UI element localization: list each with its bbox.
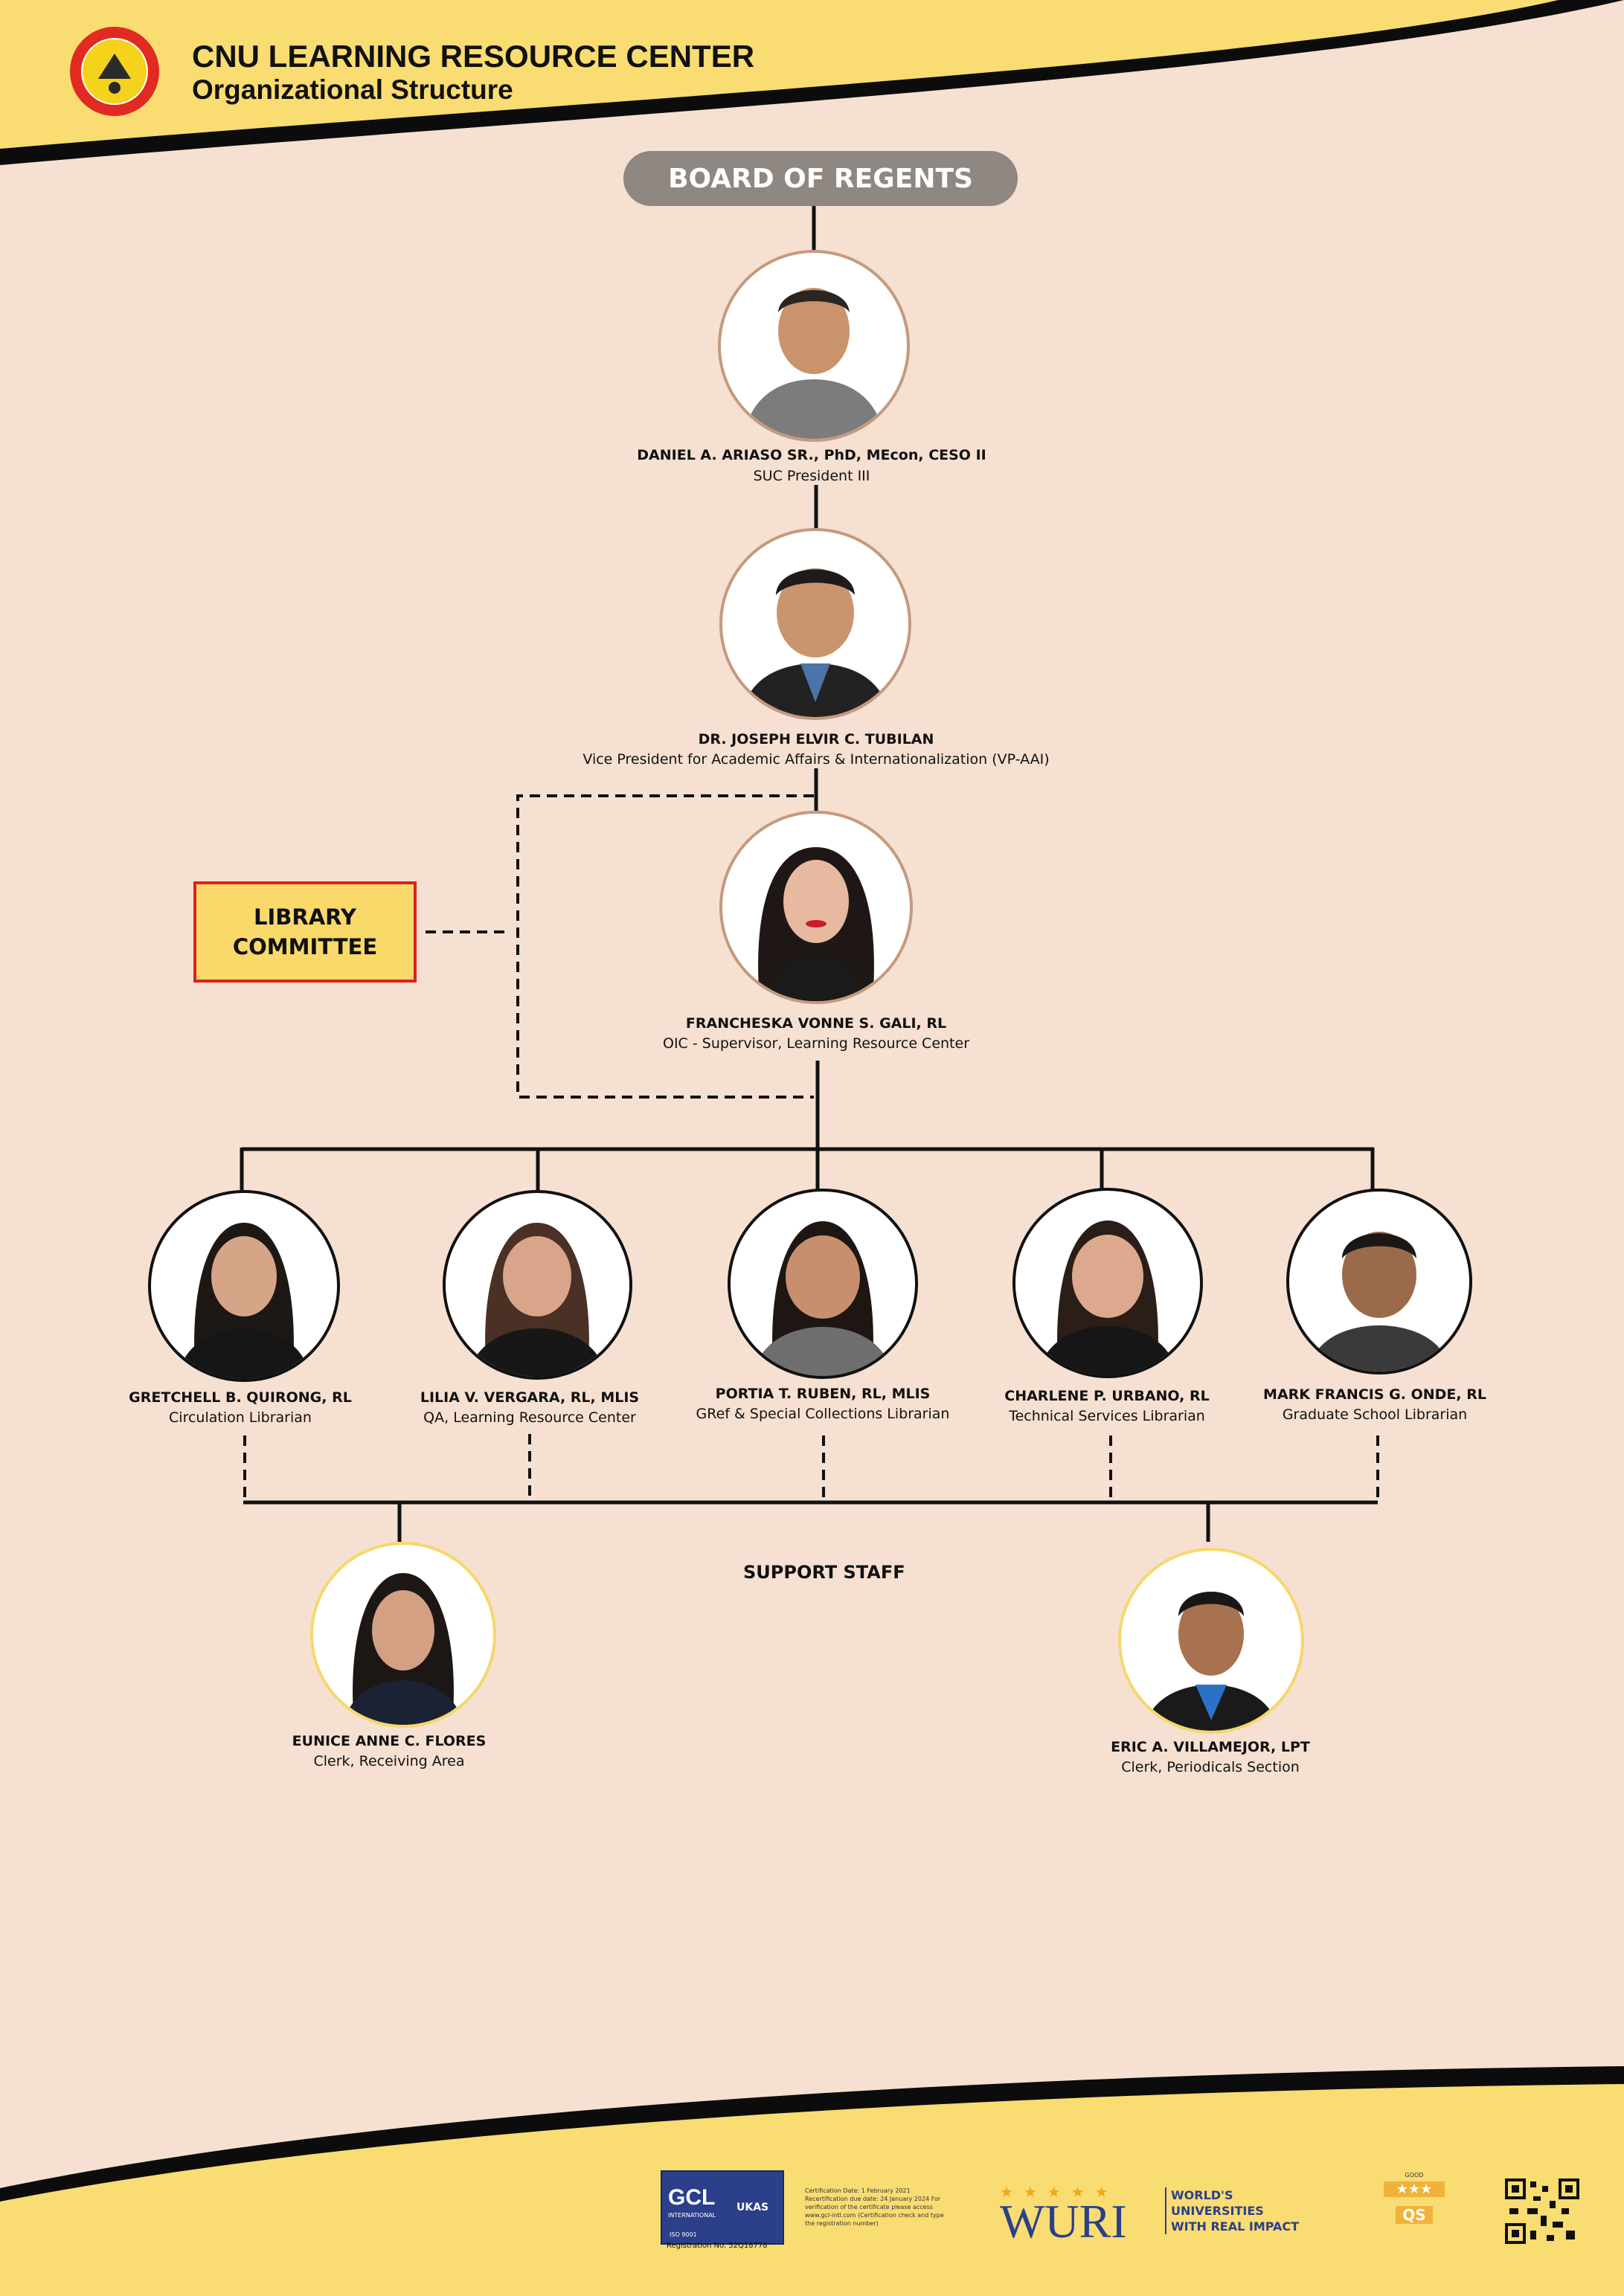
staff-name: ERIC A. VILLAMEJOR, LPT xyxy=(1111,1739,1310,1755)
library-committee-box: LIBRARY COMMITTEE xyxy=(193,881,417,983)
wuri-desc-2: UNIVERSITIES xyxy=(1171,2204,1264,2218)
gcl-certification-badge: GCL INTERNATIONAL ISO 9001 UKAS xyxy=(661,2170,784,2245)
librarian-role: Technical Services Librarian xyxy=(1009,1408,1205,1424)
supervisor-name: FRANCHESKA VONNE S. GALI, RL xyxy=(685,1015,947,1032)
librarian-name: CHARLENE P. URBANO, RL xyxy=(1004,1388,1210,1404)
librarian-name: MARK FRANCIS G. ONDE, RL xyxy=(1263,1386,1486,1403)
staff-photo xyxy=(1118,1548,1304,1734)
wuri-desc-1: WORLD'S xyxy=(1171,2188,1233,2202)
librarian-role: Circulation Librarian xyxy=(169,1409,312,1426)
librarian-photo xyxy=(148,1190,340,1382)
qs-good-text: GOOD xyxy=(1405,2172,1424,2178)
gcl-subtext: INTERNATIONAL xyxy=(668,2212,716,2219)
librarian-photo xyxy=(443,1190,632,1380)
registration-number: Registration No. 52Q18778 xyxy=(667,2242,768,2250)
committee-line1: LIBRARY xyxy=(254,904,356,930)
librarian-name: LILIA V. VERGARA, RL, MLIS xyxy=(420,1389,640,1406)
wuri-description: WORLD'S UNIVERSITIES WITH REAL IMPACT xyxy=(1165,2187,1299,2234)
supervisor-photo xyxy=(719,811,913,1004)
qs-rating-badge: GOOD ★★★ QS xyxy=(1381,2172,1448,2246)
staff-photo xyxy=(310,1542,496,1728)
librarian-photo xyxy=(1286,1189,1472,1374)
wuri-logo: WURI xyxy=(1000,2195,1127,2248)
committee-line2: COMMITTEE xyxy=(232,934,378,959)
ukas-text: UKAS xyxy=(736,2202,769,2213)
president-role: SUC President III xyxy=(753,468,870,484)
staff-role: Clerk, Periodicals Section xyxy=(1121,1759,1300,1775)
librarian-role: Graduate School Librarian xyxy=(1282,1406,1468,1423)
librarian-photo xyxy=(1012,1188,1203,1378)
vp-role: Vice President for Academic Affairs & In… xyxy=(582,751,1050,768)
vp-name: DR. JOSEPH ELVIR C. TUBILAN xyxy=(698,731,934,747)
support-staff-label: SUPPORT STAFF xyxy=(743,1562,905,1583)
university-seal-logo xyxy=(68,25,161,118)
supervisor-role: OIC - Supervisor, Learning Resource Cent… xyxy=(662,1035,970,1052)
iso-text: ISO 9001 xyxy=(670,2231,697,2238)
qs-stars: ★★★ xyxy=(1384,2181,1445,2197)
vp-photo xyxy=(719,528,911,720)
wuri-stars: ★★★★★ xyxy=(1000,2183,1119,2201)
wuri-desc-3: WITH REAL IMPACT xyxy=(1171,2219,1300,2234)
qr-code xyxy=(1505,2178,1579,2244)
president-photo xyxy=(718,250,910,442)
librarian-name: GRETCHELL B. QUIRONG, RL xyxy=(129,1389,352,1406)
page-subtitle: Organizational Structure xyxy=(192,74,513,105)
page-title: CNU LEARNING RESOURCE CENTER xyxy=(192,39,755,74)
staff-name: EUNICE ANNE C. FLORES xyxy=(292,1733,487,1749)
certification-note: Certification Date: 1 February 2021 Rece… xyxy=(805,2187,944,2227)
gcl-logo-text: GCL xyxy=(668,2185,716,2210)
president-name: DANIEL A. ARIASO SR., PhD, MEcon, CESO I… xyxy=(637,447,986,463)
librarian-role: GRef & Special Collections Librarian xyxy=(696,1406,950,1422)
librarian-role: QA, Learning Resource Center xyxy=(423,1409,636,1426)
staff-role: Clerk, Receiving Area xyxy=(313,1753,465,1769)
librarian-photo xyxy=(728,1189,918,1379)
board-of-regents-box: BOARD OF REGENTS xyxy=(623,151,1018,206)
librarian-name: PORTIA T. RUBEN, RL, MLIS xyxy=(715,1386,931,1402)
qs-logo: QS xyxy=(1396,2206,1433,2224)
